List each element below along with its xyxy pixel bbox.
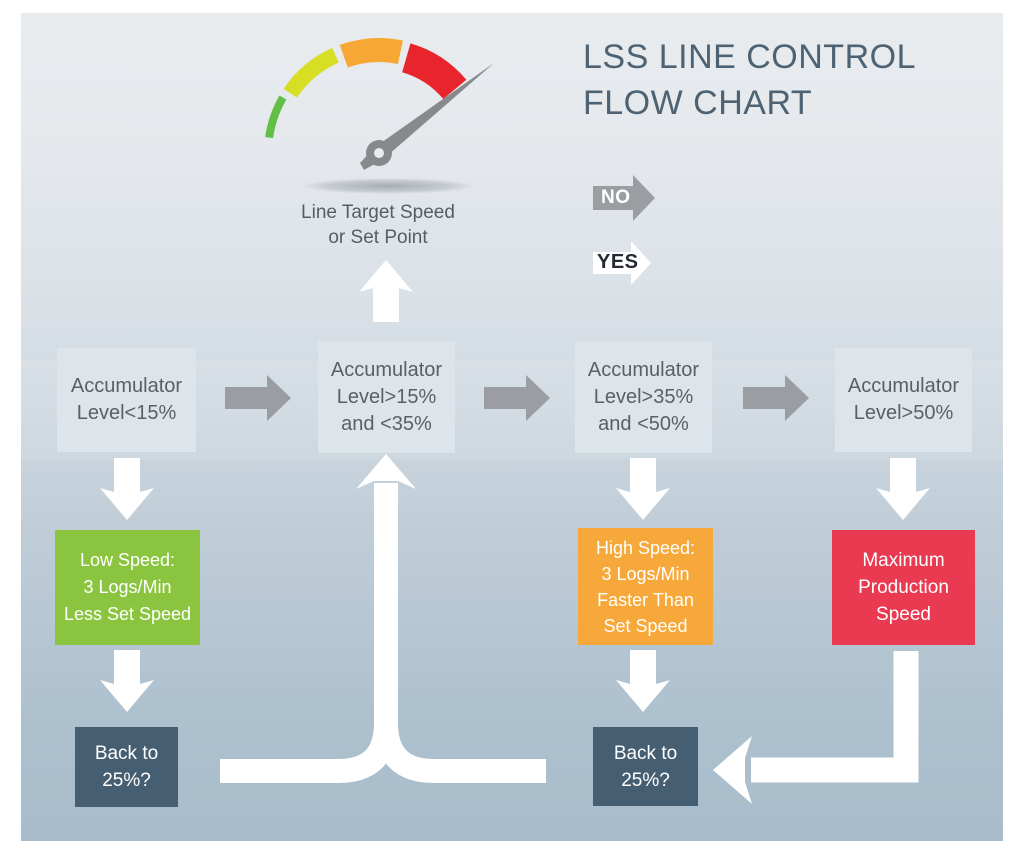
accumulator-box-lt15: Accumulator Level<15% [57, 348, 196, 452]
acc2-line1: Accumulator [330, 358, 443, 381]
acc4-line1: Accumulator [847, 375, 960, 397]
gauge-caption-line2: or Set Point [328, 227, 428, 248]
page-title-line1: LSS LINE CONTROL [583, 38, 916, 76]
low-speed-line1: Low Speed: [79, 550, 176, 570]
acc2-line2: Level>15% [336, 385, 437, 408]
high-speed-line4: Set Speed [603, 615, 688, 636]
gauge-caption-line1: Line Target Speed [301, 202, 455, 223]
high-speed-line1: High Speed: [595, 537, 696, 558]
high-speed-line3: Faster Than [597, 589, 694, 610]
gauge-segment-green [265, 95, 287, 139]
max-speed-line2: Production [858, 577, 949, 598]
max-speed-line3: Speed [876, 604, 931, 625]
acc2-line3: and <35% [341, 412, 432, 435]
low-speed-line2: 3 Logs/Min [83, 577, 172, 597]
back-to-25-left-box: Back to 25%? [75, 727, 178, 807]
accumulator-box-35-50: Accumulator Level>35% and <50% [575, 341, 712, 453]
page-title-line2: FLOW CHART [583, 84, 813, 122]
yes-arrow-icon [593, 241, 651, 285]
page-title: LSS LINE CONTROL FLOW CHART [583, 34, 916, 126]
speedometer-icon [265, 38, 494, 194]
gauge-segment-orange [339, 38, 403, 68]
gauge-needle [360, 63, 494, 170]
max-speed-line1: Maximum [862, 550, 945, 571]
back-left-line1: Back to [94, 743, 159, 764]
low-speed-line3: Less Set Speed [63, 604, 192, 624]
legend-yes-label: YES [597, 251, 639, 273]
down-arrow-acc3-icon [616, 458, 670, 520]
acc3-line2: Level>35% [593, 385, 694, 408]
back-left-line2: 25%? [102, 770, 151, 791]
gauge-caption: Line Target Speed or Set Point [258, 200, 498, 250]
back-right-line1: Back to [613, 742, 678, 764]
max-production-box: Maximum Production Speed [832, 530, 975, 645]
acc3-line3: and <50% [598, 412, 689, 435]
low-speed-box: Low Speed: 3 Logs/Min Less Set Speed [55, 530, 200, 645]
right-arrow-icon-3 [743, 375, 809, 421]
accumulator-box-gt50: Accumulator Level>50% [835, 348, 972, 452]
down-arrow-low-speed-icon [100, 650, 154, 712]
down-arrow-acc4-icon [876, 458, 930, 520]
acc4-line2: Level>50% [853, 402, 954, 424]
up-arrow-to-setpoint-icon [359, 260, 413, 322]
high-speed-box: High Speed: 3 Logs/Min Faster Than Set S… [578, 528, 713, 645]
high-speed-line2: 3 Logs/Min [601, 563, 690, 584]
gauge-shadow [300, 178, 476, 194]
gauge-hub-hole [374, 148, 384, 158]
back-to-25-right-box: Back to 25%? [593, 727, 698, 806]
right-arrow-icon-1 [225, 375, 291, 421]
gauge-segment-yellow [283, 47, 339, 98]
no-arrow-icon [593, 175, 655, 221]
back-right-line2: 25%? [621, 769, 670, 791]
right-arrow-icon-2 [484, 375, 550, 421]
acc3-line1: Accumulator [587, 358, 700, 381]
legend-no-label: NO [601, 187, 631, 208]
accumulator-box-15-35: Accumulator Level>15% and <35% [318, 341, 455, 453]
acc1-line1: Accumulator [70, 375, 183, 397]
down-arrow-acc1-icon [100, 458, 154, 520]
gauge-segment-red [401, 43, 467, 100]
down-arrow-high-speed-icon [616, 650, 670, 712]
acc1-line2: Level<15% [76, 402, 177, 424]
